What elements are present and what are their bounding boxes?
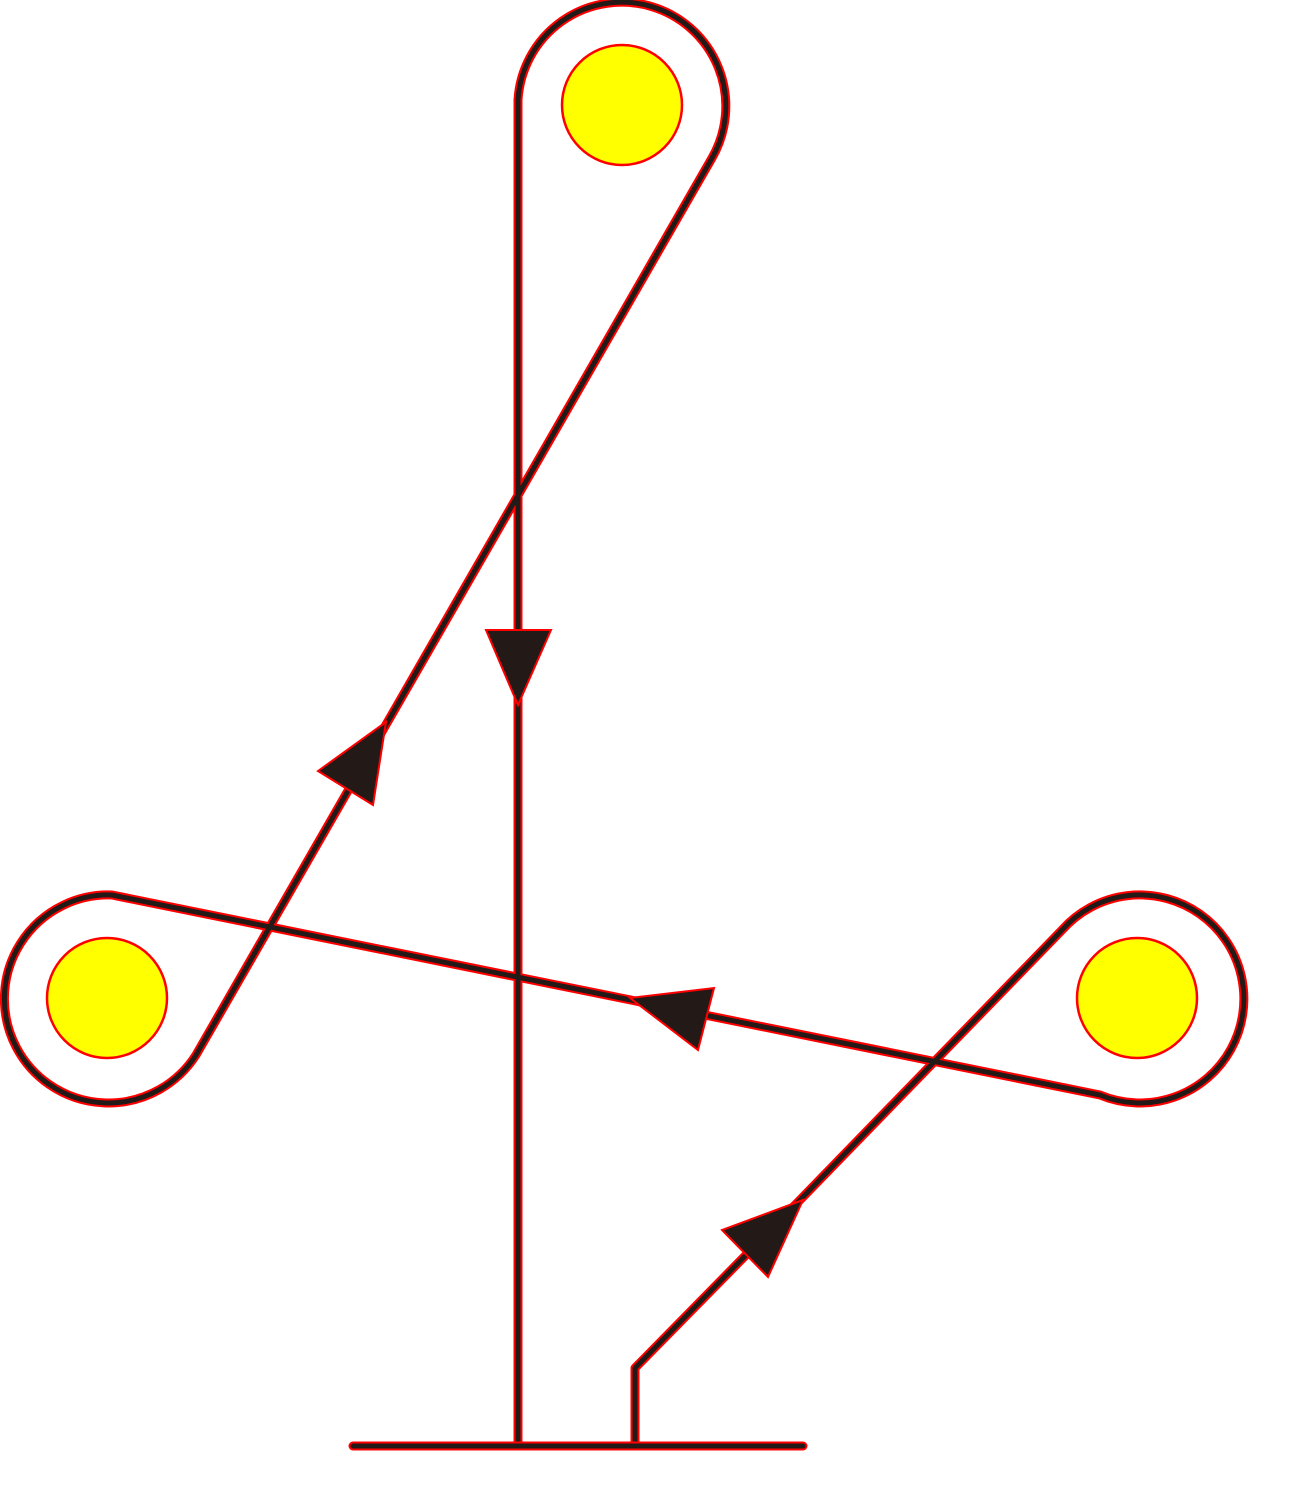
belt-path	[0, 0, 1249, 1451]
arrow-up-right-lower-icon	[720, 1198, 805, 1279]
arrow-down-icon	[484, 629, 553, 708]
arrow-up-right-icon	[316, 719, 388, 807]
right-pulley	[1075, 936, 1199, 1060]
top-pulley	[560, 43, 684, 167]
arrow-left-icon	[627, 986, 716, 1052]
left-pulley	[45, 936, 169, 1060]
